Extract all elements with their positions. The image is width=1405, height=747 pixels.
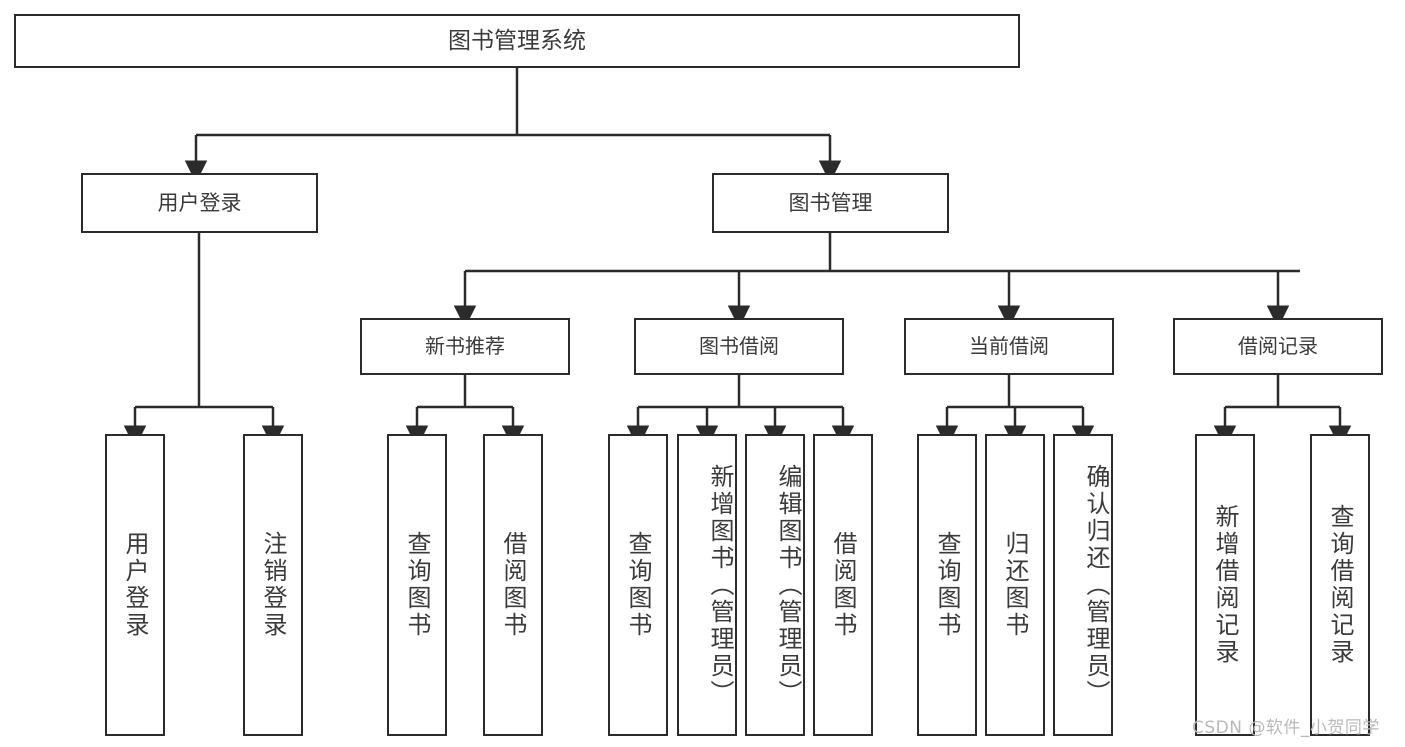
- node-user-login[interactable]: 用户登录: [81, 173, 318, 233]
- node-label: 新增借阅记录: [1211, 504, 1239, 666]
- node-root-book-management-system[interactable]: 图书管理系统: [14, 14, 1020, 68]
- node-label: 确认归还（管理员）: [1082, 463, 1110, 707]
- node-label: 查询图书: [624, 531, 652, 639]
- node-current-borrowing[interactable]: 当前借阅: [904, 318, 1114, 375]
- node-label: 用户登录: [157, 190, 242, 215]
- node-label: 新书推荐: [425, 334, 505, 358]
- leaf-current-confirm-return-admin[interactable]: 确认归还（管理员）: [1053, 434, 1113, 736]
- node-label: 当前借阅: [969, 334, 1049, 358]
- leaf-record-add-borrow-record[interactable]: 新增借阅记录: [1195, 434, 1255, 736]
- leaf-borrow-add-book-admin[interactable]: 新增图书（管理员）: [677, 434, 737, 736]
- node-label: 借阅记录: [1238, 334, 1318, 358]
- node-label: 注销登录: [259, 531, 287, 639]
- leaf-current-query-book[interactable]: 查询图书: [917, 434, 977, 736]
- leaf-record-query-borrow-record[interactable]: 查询借阅记录: [1310, 434, 1370, 736]
- node-book-management[interactable]: 图书管理: [712, 173, 949, 233]
- leaf-new-book-query[interactable]: 查询图书: [387, 434, 447, 736]
- node-label: 借阅图书: [499, 531, 527, 639]
- node-label: 图书管理系统: [448, 27, 586, 54]
- node-new-book-recommendation[interactable]: 新书推荐: [360, 318, 570, 375]
- leaf-borrow-borrow-book[interactable]: 借阅图书: [813, 434, 873, 736]
- leaf-borrow-query-book[interactable]: 查询图书: [608, 434, 668, 736]
- leaf-user-login-signout[interactable]: 注销登录: [243, 434, 303, 736]
- node-label: 图书借阅: [699, 334, 779, 358]
- csdn-watermark: CSDN @软件_小贺同学: [1192, 718, 1380, 738]
- node-label: 借阅图书: [829, 531, 857, 639]
- leaf-user-login-signin[interactable]: 用户登录: [105, 434, 165, 736]
- leaf-current-return-book[interactable]: 归还图书: [985, 434, 1045, 736]
- node-label: 图书管理: [788, 190, 873, 215]
- node-label: 编辑图书（管理员）: [774, 463, 802, 707]
- leaf-new-book-borrow[interactable]: 借阅图书: [483, 434, 543, 736]
- leaf-borrow-edit-book-admin[interactable]: 编辑图书（管理员）: [745, 434, 805, 736]
- node-label: 用户登录: [121, 531, 149, 639]
- node-label: 查询借阅记录: [1326, 504, 1354, 666]
- node-borrow-records[interactable]: 借阅记录: [1173, 318, 1383, 375]
- node-book-borrowing[interactable]: 图书借阅: [634, 318, 844, 375]
- node-label: 查询图书: [403, 531, 431, 639]
- node-label: 归还图书: [1001, 531, 1029, 639]
- node-label: 新增图书（管理员）: [706, 463, 734, 707]
- node-label: 查询图书: [933, 531, 961, 639]
